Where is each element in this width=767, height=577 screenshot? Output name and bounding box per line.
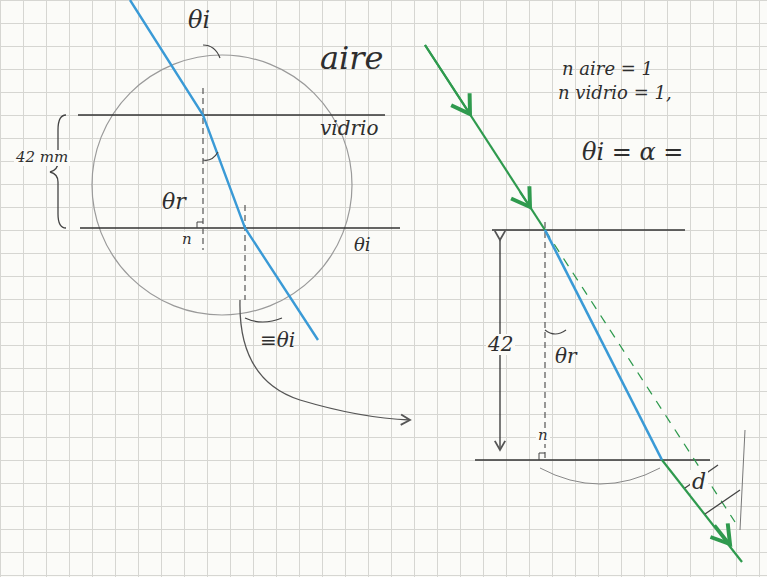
angle-arc [203, 152, 218, 160]
projected-ray [545, 230, 735, 522]
emergent-ray [662, 460, 742, 562]
interface-line [492, 229, 685, 231]
pencil-circle [92, 55, 352, 315]
sketch-label: ≡θi [258, 330, 297, 351]
normal-line [544, 222, 545, 460]
pencil-stroke [740, 430, 745, 530]
sketch-label: θi = α = [580, 140, 685, 165]
angle-arc [203, 45, 220, 58]
sketch-label: d [690, 470, 708, 493]
sketch-label: n [180, 232, 194, 248]
light-ray [130, 0, 318, 340]
sketch-label: vidrio [318, 118, 381, 139]
sketch-label: n [536, 428, 550, 444]
sketch-label: θi [352, 236, 373, 255]
angle-arc [245, 318, 282, 322]
sketch-label: 42 [486, 334, 515, 355]
incident-ray [425, 45, 545, 230]
ray-arrow [425, 45, 470, 114]
zoom-arrow [240, 300, 410, 420]
interface-line [475, 459, 710, 461]
sketch-label: n aire = 1 [560, 60, 655, 79]
interface-line [78, 114, 385, 116]
sketch-label: 42 mm [14, 150, 70, 166]
angle-arc [545, 330, 566, 334]
sketch-label: n vidrio = 1, [556, 84, 674, 103]
bracket [50, 115, 66, 228]
sketch-label: θr [160, 190, 188, 213]
offset-mark [705, 490, 740, 514]
right-angle [197, 222, 203, 228]
normal-line [244, 205, 245, 300]
ray-arrow [715, 525, 730, 544]
ray-arrow [520, 192, 530, 207]
pencil-curve [540, 468, 660, 484]
sketch-label: aire [318, 42, 386, 76]
refracted-ray [545, 230, 662, 460]
right-angle [539, 453, 545, 460]
interface-line [80, 227, 400, 229]
sketch-label: θr [553, 346, 579, 367]
sketch-label: θi [186, 8, 212, 33]
